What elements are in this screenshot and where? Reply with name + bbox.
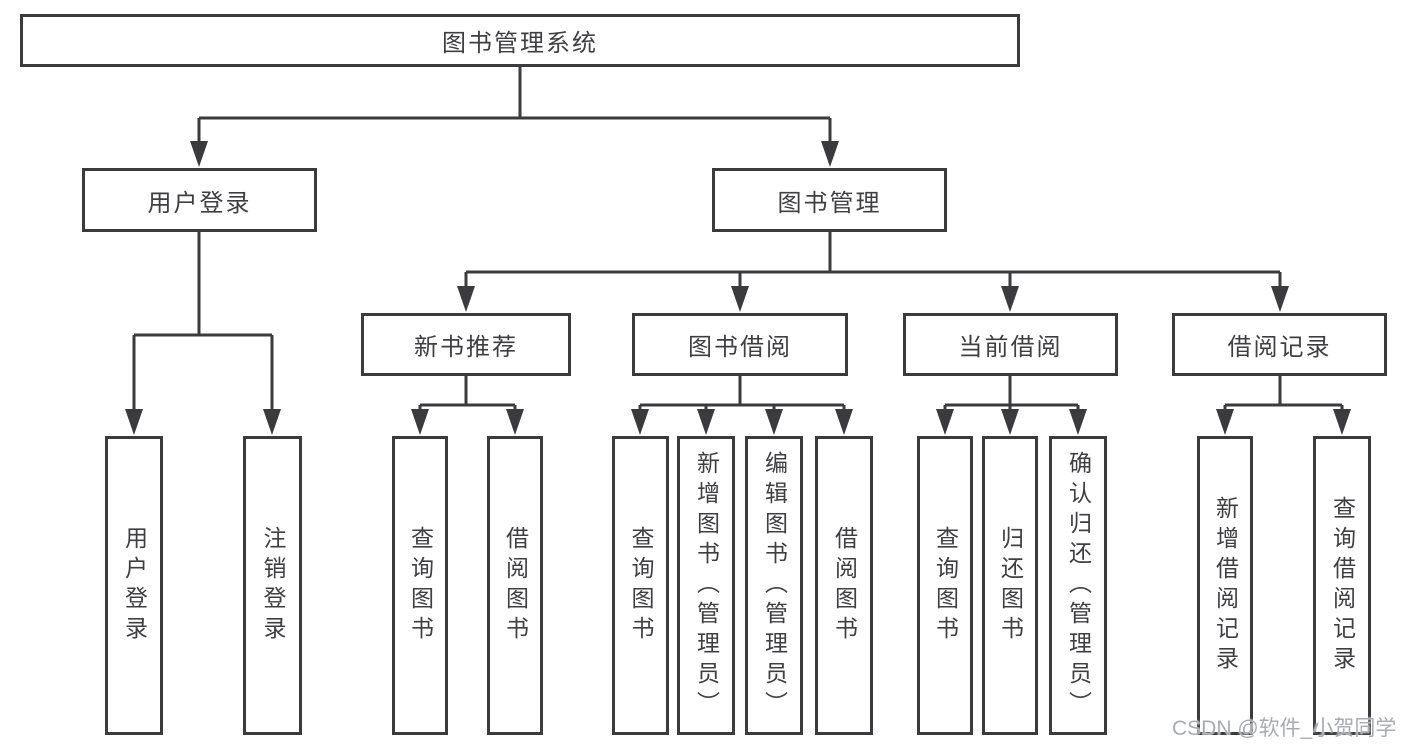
leaf-add-books-admin: 新增图书（管理员） <box>677 436 735 735</box>
leaf-confirm-return-admin-label: 确认归还（管理员） <box>1065 450 1092 721</box>
leaf-return-books-label: 归还图书 <box>997 525 1024 646</box>
leaf-user-login-label: 用户登录 <box>121 525 148 646</box>
node-borrowing-records: 借阅记录 <box>1172 313 1387 376</box>
leaf-borrow-books-borrowing: 借阅图书 <box>815 436 873 735</box>
node-root-book-management-system: 图书管理系统 <box>20 14 1020 67</box>
arrowheads <box>125 141 1351 435</box>
leaf-edit-books-admin-label: 编辑图书（管理员） <box>761 450 788 721</box>
node-new-book-recommend: 新书推荐 <box>361 313 571 376</box>
leaf-return-books: 归还图书 <box>982 436 1038 735</box>
leaf-add-borrow-record-label: 新增借阅记录 <box>1212 495 1239 676</box>
edge-book-management-to-level3 <box>464 232 1282 305</box>
leaf-query-books-current: 查询图书 <box>917 436 973 735</box>
leaf-add-books-admin-label: 新增图书（管理员） <box>693 450 720 721</box>
arrowhead <box>631 409 649 435</box>
leaf-logout: 注销登录 <box>243 436 302 735</box>
leaf-borrow-books-recommend-label: 借阅图书 <box>502 525 529 646</box>
arrowhead <box>506 409 524 435</box>
arrowhead <box>125 409 143 435</box>
edge-root-to-level2 <box>197 67 832 160</box>
arrowhead <box>190 141 208 167</box>
leaf-user-login: 用户登录 <box>105 436 163 735</box>
arrowhead <box>765 409 783 435</box>
arrowhead <box>936 409 954 435</box>
leaf-query-borrow-record: 查询借阅记录 <box>1313 436 1371 735</box>
arrowhead <box>1001 286 1019 312</box>
node-user-login: 用户登录 <box>82 168 317 232</box>
arrowhead <box>263 409 281 435</box>
arrowhead <box>1333 409 1351 435</box>
leaf-borrow-books-borrowing-label: 借阅图书 <box>831 525 858 646</box>
arrowhead <box>411 409 429 435</box>
arrowhead <box>1216 409 1234 435</box>
arrowhead <box>1001 409 1019 435</box>
edge-borrowing-records-to-leaves <box>1223 376 1344 428</box>
leaf-logout-label: 注销登录 <box>260 525 286 646</box>
arrowhead <box>821 141 839 167</box>
arrowhead <box>731 286 749 312</box>
leaf-confirm-return-admin: 确认归还（管理员） <box>1049 436 1107 735</box>
leaf-query-books-borrowing: 查询图书 <box>612 436 669 735</box>
leaf-borrow-books-recommend: 借阅图书 <box>487 436 543 735</box>
edge-user-login-to-leaves <box>132 232 274 428</box>
node-book-management: 图书管理 <box>712 168 947 232</box>
leaf-query-books-current-label: 查询图书 <box>932 525 959 646</box>
leaf-query-books-recommend-label: 查询图书 <box>407 525 434 646</box>
edge-book-borrowing-to-leaves <box>638 376 846 428</box>
leaf-query-books-recommend: 查询图书 <box>392 436 448 735</box>
csdn-watermark: CSDN @软件_小贺同学 <box>1172 717 1397 740</box>
node-book-borrowing: 图书借阅 <box>632 313 848 376</box>
arrowhead <box>1069 409 1087 435</box>
arrowhead <box>697 409 715 435</box>
node-current-borrowing: 当前借阅 <box>903 313 1118 376</box>
leaf-edit-books-admin: 编辑图书（管理员） <box>745 436 803 735</box>
arrowhead <box>457 286 475 312</box>
arrowhead <box>1271 286 1289 312</box>
edge-new-book-recommend-to-leaves <box>418 376 517 428</box>
leaf-query-borrow-record-label: 查询借阅记录 <box>1329 495 1356 676</box>
arrowhead <box>835 409 853 435</box>
leaf-query-books-borrowing-label: 查询图书 <box>628 525 654 646</box>
leaf-add-borrow-record: 新增借阅记录 <box>1197 436 1253 735</box>
